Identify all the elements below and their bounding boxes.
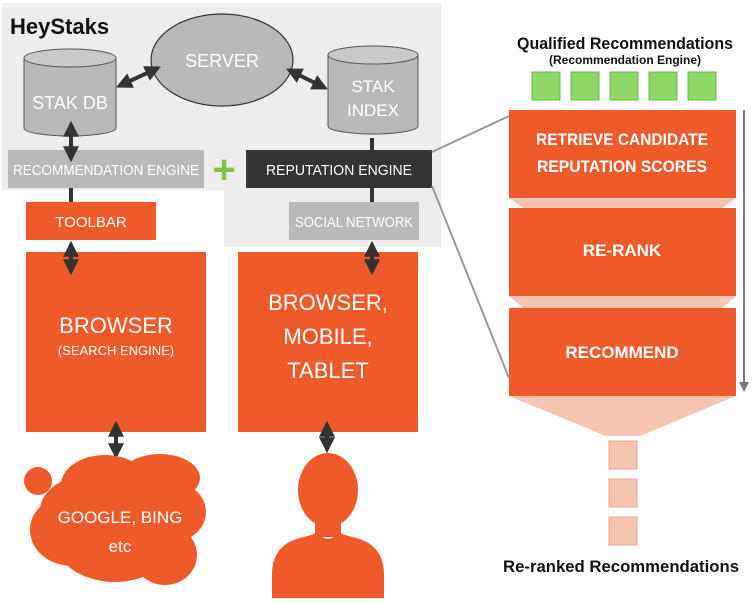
reputation-engine-label: REPUTATION ENGINE [266,162,412,179]
stak-index-label-2: INDEX [347,101,399,120]
devices-line-1: BROWSER, [268,290,388,315]
stak-db-node [23,48,117,137]
cloud-label-1: GOOGLE, BING [58,508,183,527]
browser-title: BROWSER [59,313,173,338]
stak-index-node [327,45,419,135]
funnel-connector-1 [509,198,736,208]
reranked-recommendation-items [608,440,638,546]
qualified-item [531,71,561,101]
user-silhouette-icon [272,453,384,598]
step-retrieve-line-1: RETRIEVE CANDIDATE [536,130,708,149]
step-retrieve-line-2: REPUTATION SCORES [537,157,707,176]
browser-subtitle: (SEARCH ENGINE) [58,343,174,358]
pipeline-top-title: Qualified Recommendations [517,34,733,53]
plus-sign: + [212,148,235,192]
funnel-connector-3 [509,396,736,436]
recommendation-engine-label: RECOMMENDATION ENGINE [13,162,199,179]
reputation-engine-box [246,150,432,188]
stak-index-label-1: STAK [351,77,395,96]
pipeline-step-rerank [509,208,736,296]
qualified-item [687,71,717,101]
server-label: SERVER [185,51,259,71]
funnel-connector-2 [509,296,736,308]
step-recommend-label: RECOMMEND [565,343,678,362]
step-rerank-label: RE-RANK [583,241,662,260]
recommendation-engine-box [8,150,204,188]
arrow-server-stakdb [116,66,161,88]
qualified-item [609,71,639,101]
devices-line-3: TABLET [287,358,369,383]
pipeline-bottom-title: Re-ranked Recommendations [503,557,739,576]
server-node [150,13,294,107]
callout-line-bottom [431,185,510,379]
reranked-item [608,516,638,546]
devices-line-2: MOBILE, [283,324,372,349]
reranked-item [608,478,638,508]
arrow-server-stakindex [286,68,328,90]
pipeline-top-subtitle: (Recommendation Engine) [549,53,701,67]
callout-line-top [431,115,510,153]
reranked-item [608,440,638,470]
social-network-label: SOCIAL NETWORK [295,214,413,231]
qualified-recommendation-items [531,71,717,101]
social-network-box [289,202,419,240]
qualified-item [570,71,600,101]
search-engine-cloud [24,454,206,585]
qualified-item [648,71,678,101]
app-title: HeyStaks [10,14,109,39]
stak-db-label: STAK DB [32,93,108,113]
pipeline-step-recommend [509,308,736,396]
cloud-label-2: etc [109,537,132,556]
pipeline-step-retrieve [509,110,736,198]
browser-box [26,252,206,432]
toolbar-box [26,202,156,240]
toolbar-label: TOOLBAR [55,214,127,231]
devices-box [238,252,418,432]
